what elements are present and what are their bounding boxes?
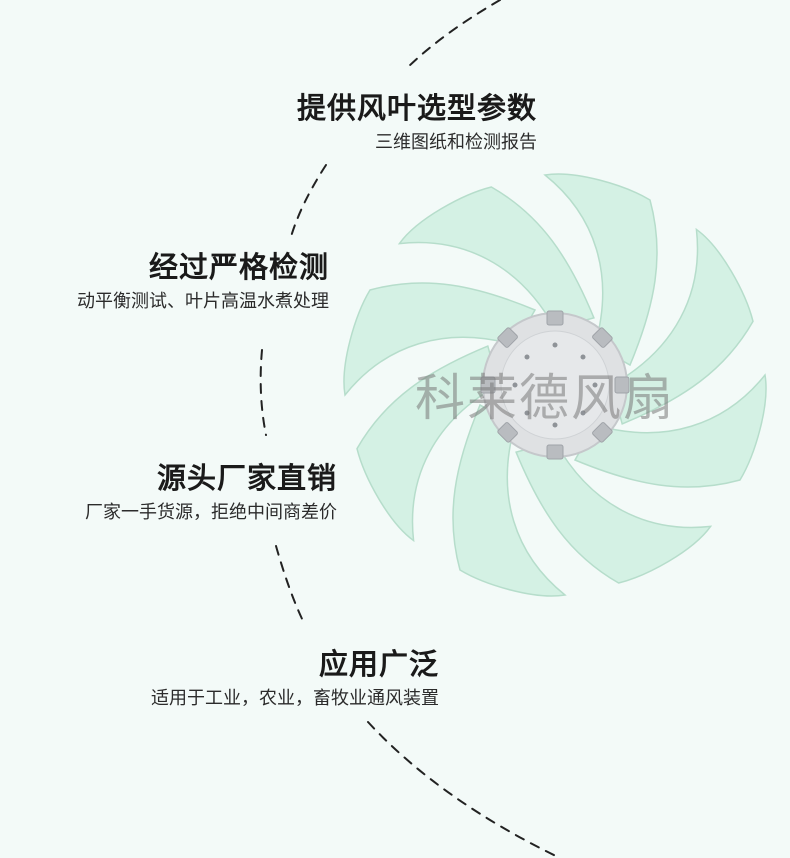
feature-title: 源头厂家直销 — [156, 461, 337, 495]
feature-direct-sales: 源头厂家直销 厂家一手货源，拒绝中间商差价 — [85, 460, 337, 526]
feature-title: 应用广泛 — [318, 647, 439, 681]
feature-selection-params: 提供风叶选型参数 三维图纸和检测报告 — [297, 90, 537, 156]
feature-wide-application: 应用广泛 适用于工业，农业，畜牧业通风装置 — [151, 646, 439, 712]
feature-title: 经过严格检测 — [148, 250, 329, 284]
feature-subtitle: 厂家一手货源，拒绝中间商差价 — [85, 502, 337, 523]
feature-subtitle: 动平衡测试、叶片高温水煮处理 — [77, 291, 329, 312]
feature-subtitle: 适用于工业，农业，畜牧业通风装置 — [151, 688, 439, 709]
feature-title: 提供风叶选型参数 — [296, 91, 537, 125]
fan-illustration — [332, 162, 778, 608]
brand-watermark: 科莱德风扇 — [415, 369, 675, 427]
feature-subtitle: 三维图纸和检测报告 — [375, 132, 537, 153]
fan-hub — [480, 310, 630, 460]
fan-image — [332, 162, 778, 608]
feature-strict-testing: 经过严格检测 动平衡测试、叶片高温水煮处理 — [77, 249, 329, 315]
